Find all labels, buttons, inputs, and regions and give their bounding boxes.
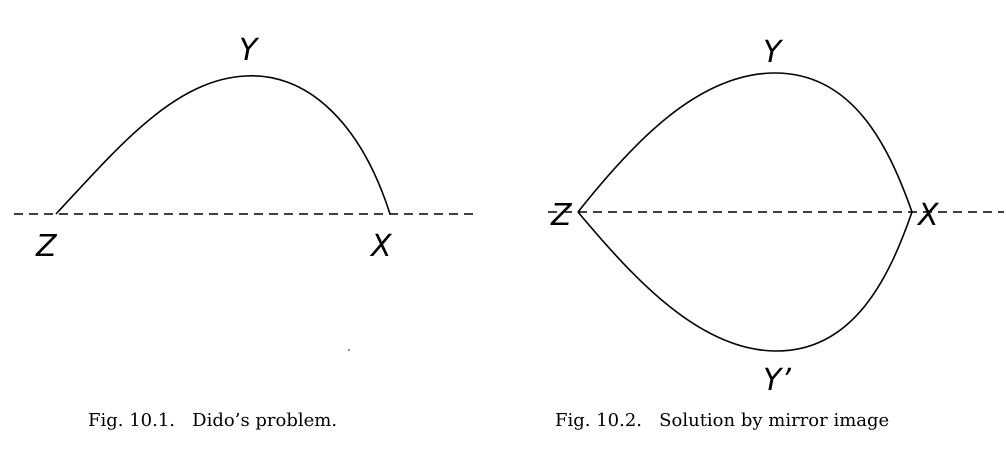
figure-caption-10-2: Fig. 10.2. Solution by mirror image bbox=[555, 410, 890, 431]
label-y-prime: Y’ bbox=[763, 363, 791, 398]
figure-10-2: Y Z X Y’ bbox=[548, 35, 1004, 398]
label-y: Y bbox=[239, 33, 260, 68]
label-z: Z bbox=[550, 198, 573, 233]
stray-dot bbox=[348, 349, 350, 351]
label-z: Z bbox=[35, 229, 58, 264]
upper-arc-curve bbox=[577, 72, 913, 213]
label-x: X bbox=[916, 198, 940, 233]
label-y: Y bbox=[763, 35, 784, 70]
lower-mirror-arc-curve bbox=[577, 211, 913, 352]
figure-caption-10-1: Fig. 10.1. Dido’s problem. bbox=[88, 410, 338, 431]
arc-curve-zyx bbox=[55, 75, 391, 215]
figure-10-1: Y Z X bbox=[14, 33, 474, 351]
label-x: X bbox=[369, 229, 393, 264]
